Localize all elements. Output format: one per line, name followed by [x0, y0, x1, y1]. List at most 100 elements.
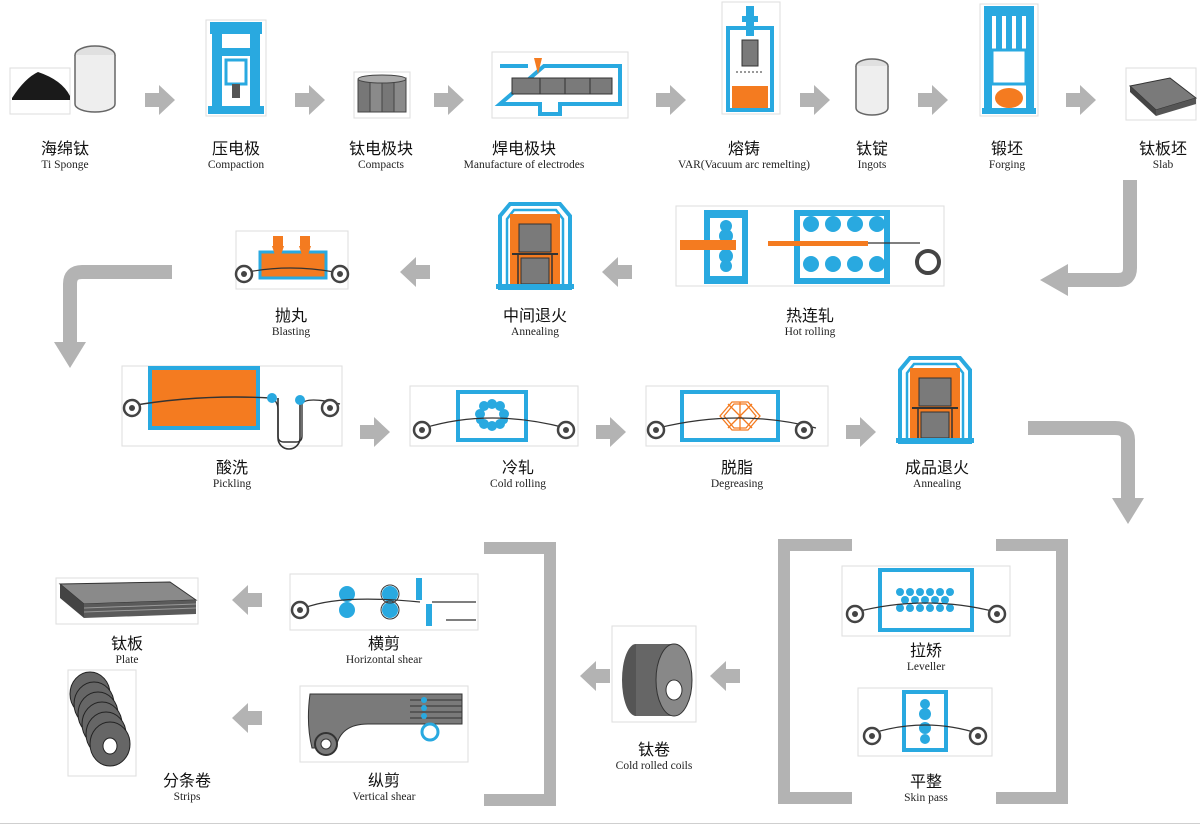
flow-arrow [800, 85, 830, 115]
step-label-en: Cold rolled coils [615, 760, 693, 772]
flow-arrow [1066, 85, 1096, 115]
step-label-zh: 钛卷 [637, 740, 670, 759]
flow-arrow-turn [1040, 180, 1137, 296]
step-annealing-intermediate: 中间退火 Annealing [445, 306, 625, 339]
step-label-en: Skin pass [904, 792, 948, 804]
finishing-group-bracket [778, 539, 1068, 804]
step-electrodes: 焊电极块 Manufacture of electrodes [434, 139, 614, 172]
leveller-icon [841, 565, 1011, 637]
step-label-en: VAR(Vacuum arc remelting) [678, 159, 810, 171]
cold-rolling-mill-icon [409, 385, 579, 447]
flow-arrow [145, 85, 175, 115]
step-label-en: Leveller [906, 661, 946, 673]
var-furnace-icon [721, 1, 781, 115]
ingot-icon [855, 58, 889, 116]
step-compaction: 压电极 Compaction [146, 139, 326, 172]
step-pickling: 酸洗 Pickling [142, 458, 322, 491]
step-label-zh: 熔铸 [727, 139, 760, 158]
step-label-en: Pickling [212, 478, 252, 490]
step-label-zh: 钛电极块 [348, 139, 413, 158]
step-label-en: Cold rolling [490, 478, 546, 490]
step-label-zh: 热连轧 [785, 306, 834, 325]
annealing-furnace-icon [894, 356, 976, 445]
step-label-zh: 纵剪 [367, 771, 400, 790]
degreasing-icon [645, 385, 829, 447]
step-label-zh: 分条卷 [162, 771, 211, 790]
step-compacts: 钛电极块 Compacts [291, 139, 471, 172]
step-label-zh: 平整 [909, 772, 942, 791]
vertical-shear-icon [299, 685, 469, 763]
step-label-en: Compacts [358, 159, 404, 171]
annealing-furnace-icon [494, 202, 576, 291]
skin-pass-icon [857, 687, 993, 757]
step-label-zh: 酸洗 [215, 458, 248, 477]
step-label-en: Slab [1152, 159, 1174, 171]
step-label-zh: 锻坯 [990, 139, 1023, 158]
strip-coils-icon [67, 669, 137, 777]
step-label-zh: 抛丸 [274, 306, 307, 325]
press-icon [205, 19, 267, 117]
step-label-zh: 海绵钛 [40, 139, 89, 158]
step-label-en: Vertical shear [352, 791, 416, 803]
step-label-en: Compaction [207, 159, 265, 171]
step-cold-rolling: 冷轧 Cold rolling [428, 458, 608, 491]
flow-arrow [400, 257, 430, 287]
step-label-zh: 冷轧 [501, 458, 534, 477]
step-label-zh: 成品退火 [904, 458, 969, 477]
step-ti-sponge: 海绵钛 Ti Sponge [0, 139, 155, 172]
flow-arrow [295, 85, 325, 115]
step-ingots: 钛锭 Ingots [782, 139, 962, 172]
step-label-en: Forging [988, 159, 1026, 171]
flow-arrow [232, 585, 262, 615]
flow-arrow [360, 417, 390, 447]
step-var: 熔铸 VAR(Vacuum arc remelting) [654, 139, 834, 172]
step-label-en: Plate [115, 654, 139, 666]
flow-arrow [710, 661, 740, 691]
flow-arrow [434, 85, 464, 115]
step-cold-rolled-coils: 钛卷 Cold rolled coils [564, 740, 744, 773]
flow-arrow-turn [54, 265, 172, 368]
step-degreasing: 脱脂 Degreasing [647, 458, 827, 491]
flow-arrow [232, 703, 262, 733]
step-forging: 锻坯 Forging [917, 139, 1097, 172]
step-plate: 钛板 Plate [37, 634, 217, 667]
compacts-icon [353, 71, 411, 119]
flow-arrow [580, 661, 610, 691]
step-label-en: Annealing [913, 478, 961, 490]
step-label-en: Ingots [857, 159, 887, 171]
step-label-zh: 焊电极块 [491, 139, 556, 158]
step-label-en: Strips [173, 791, 201, 803]
step-label-zh: 压电极 [211, 139, 260, 158]
step-leveller: 拉矫 Leveller [836, 641, 1016, 674]
step-label-zh: 钛板 [110, 634, 143, 653]
step-label-zh: 中间退火 [502, 306, 567, 325]
step-label-zh: 钛锭 [855, 139, 888, 158]
forging-press-icon [979, 3, 1039, 117]
step-label-zh: 拉矫 [909, 641, 942, 660]
bottom-divider [0, 823, 1200, 824]
step-label-zh: 脱脂 [720, 458, 753, 477]
slab-icon [1125, 67, 1198, 121]
step-vertical-shear: 纵剪 Vertical shear [294, 771, 474, 804]
welding-chamber-icon [491, 51, 629, 119]
flow-arrow [656, 85, 686, 115]
step-horizontal-shear: 横剪 Horizontal shear [294, 634, 474, 667]
step-blasting: 抛丸 Blasting [201, 306, 381, 339]
shear-group-bracket [484, 542, 556, 806]
step-label-en: Degreasing [710, 478, 764, 490]
step-skin-pass: 平整 Skin pass [836, 772, 1016, 805]
step-slab: 钛板坯 Slab [1073, 139, 1200, 172]
step-label-en: Manufacture of electrodes [463, 159, 585, 171]
step-label-en: Blasting [271, 326, 311, 338]
step-hot-rolling: 热连轧 Hot rolling [720, 306, 900, 339]
coil-icon [611, 625, 697, 723]
step-label-zh: 钛板坯 [1138, 139, 1187, 158]
ti-sponge-icon [9, 45, 116, 115]
hot-rolling-mill-icon [675, 205, 945, 287]
flow-arrow [918, 85, 948, 115]
step-strips: 分条卷 Strips [97, 771, 277, 804]
step-label-zh: 横剪 [367, 634, 400, 653]
blasting-icon [234, 230, 350, 290]
step-label-en: Annealing [511, 326, 559, 338]
flow-arrow-turn [1028, 421, 1144, 524]
